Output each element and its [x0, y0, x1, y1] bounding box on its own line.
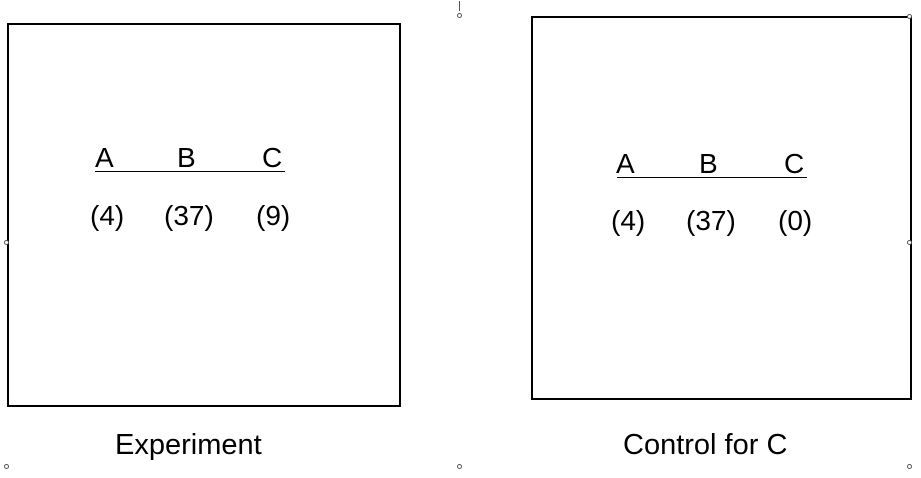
- experiment-value-c: (9): [256, 200, 291, 231]
- control-header-b: B: [699, 148, 718, 179]
- resize-handle-bottom[interactable]: [457, 464, 462, 469]
- experiment-header-rule: [95, 171, 285, 172]
- experiment-header-c: C: [262, 142, 283, 173]
- experiment-value-b: (37): [164, 200, 214, 231]
- experiment-caption: Experiment: [115, 429, 262, 461]
- resize-handle-bottom-right[interactable]: [907, 464, 912, 469]
- control-header-rule: [617, 177, 807, 178]
- control-value-b: (37): [686, 205, 736, 236]
- resize-handle-left[interactable]: [4, 240, 9, 245]
- control-value-c: (0): [778, 205, 813, 236]
- control-caption: Control for C: [623, 429, 788, 461]
- control-box: [531, 16, 912, 400]
- control-header-c: C: [784, 148, 805, 179]
- resize-handle-bottom-left[interactable]: [4, 464, 9, 469]
- resize-handle-top-right[interactable]: [907, 14, 912, 19]
- experiment-value-a: (4): [90, 200, 125, 231]
- control-header-a: A: [616, 148, 635, 179]
- resize-handle-right[interactable]: [907, 240, 912, 245]
- rotate-handle[interactable]: [457, 13, 462, 18]
- control-value-a: (4): [611, 205, 646, 236]
- experiment-header-b: B: [177, 142, 196, 173]
- experiment-header-a: A: [95, 142, 114, 173]
- rotate-handle-stem: [459, 1, 460, 11]
- experiment-box: [7, 23, 401, 407]
